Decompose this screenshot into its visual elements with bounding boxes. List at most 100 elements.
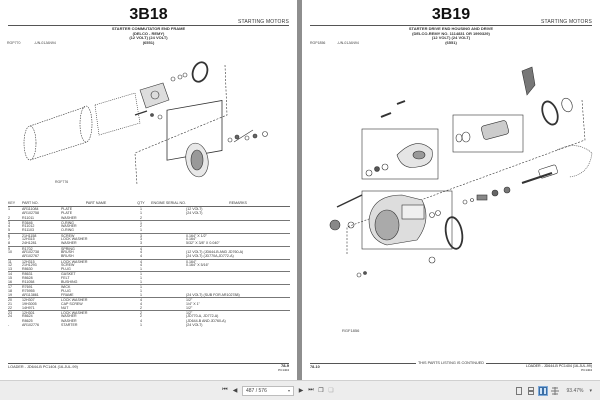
page-number-input[interactable]: 487 / 576 ▾ bbox=[242, 385, 294, 396]
ref-date: -UN-01JAN94 bbox=[34, 41, 56, 45]
caption-line: (12 VOLT) (24 VOLT) bbox=[129, 35, 168, 40]
page-number: 78-10 bbox=[310, 365, 320, 369]
cell-part-name: WASHER bbox=[61, 318, 77, 323]
caption-line: STARTER DRIVE END HOUSING AND DRIVE bbox=[408, 26, 494, 31]
header-serial: ENGINE SERIAL NO. bbox=[151, 201, 186, 205]
cell-qty: 1 bbox=[140, 207, 142, 211]
cell-qty: 3 bbox=[140, 237, 142, 242]
page-sub: PC1404 bbox=[581, 368, 592, 372]
page-indicator: 487 / 576 bbox=[246, 387, 267, 394]
exploded-diagram-commutator bbox=[15, 55, 285, 190]
cell-part-name: LOCK WASHER bbox=[61, 298, 88, 303]
last-page-icon[interactable]: ⏭ bbox=[308, 387, 314, 393]
figure-label: RGF1856 bbox=[342, 328, 360, 333]
cell-remarks: 1/2" bbox=[186, 298, 193, 303]
cell-qty: 3 bbox=[140, 233, 142, 238]
header-remarks: REMARKS bbox=[229, 201, 247, 205]
continued-notice: THIS PARTS LISTING IS CONTINUED bbox=[302, 361, 600, 365]
paste-icon[interactable]: ❏ bbox=[328, 388, 334, 394]
cell-key: 15 bbox=[8, 275, 12, 280]
cell-key: 10 bbox=[8, 249, 12, 254]
cell-qty: 1 bbox=[140, 211, 142, 216]
cell-serial bbox=[151, 216, 186, 220]
status-bar: ⏮ ◀ 487 / 576 ▾ ▶ ⏭ ❐ ❏ 93.47% ▾ bbox=[0, 380, 600, 400]
continuous-icon[interactable] bbox=[526, 386, 536, 396]
cell-key: 12 bbox=[8, 262, 12, 267]
header-part-name: PART NAME bbox=[85, 201, 107, 205]
cell-part-no: R8625 bbox=[22, 318, 33, 323]
cell-remarks: 1/4" X 1" bbox=[186, 301, 200, 306]
cell-key: 4 bbox=[8, 224, 10, 229]
footer-rule bbox=[8, 363, 289, 364]
cell-part-name: SCREW bbox=[61, 262, 75, 267]
cell-qty: 2 bbox=[140, 305, 142, 310]
cell-qty: 1 bbox=[140, 280, 142, 285]
cell-qty: 1 bbox=[140, 228, 142, 233]
cell-part-no: 24H1281 bbox=[22, 241, 37, 246]
cell-part-name: PLUG bbox=[61, 288, 71, 293]
cell-part-no: AR111084 bbox=[22, 207, 39, 211]
cell-qty: 4 bbox=[140, 254, 142, 259]
copy-icon[interactable]: ❐ bbox=[318, 388, 324, 394]
chevron-down-icon[interactable]: ▾ bbox=[287, 388, 290, 393]
first-page-icon[interactable]: ⏮ bbox=[222, 387, 228, 393]
cell-part-no: 12H307 bbox=[22, 298, 35, 303]
cell-key: 11 bbox=[8, 259, 12, 264]
cell-remarks: (JD770-A, JD772-A) bbox=[186, 314, 219, 319]
cell-remarks: 5/32" X 3/8" X 0.040" bbox=[186, 241, 220, 246]
cell-qty: 1 bbox=[140, 272, 142, 277]
cell-key: 20 bbox=[8, 298, 12, 303]
cell-qty: 1 bbox=[140, 288, 142, 293]
page-left: 3B18 STARTING MOTORS STARTER COMMUTATOR … bbox=[0, 0, 297, 380]
cell-serial bbox=[151, 228, 186, 232]
header-rule bbox=[310, 25, 592, 26]
cell-qty: 4 bbox=[140, 249, 142, 254]
cell-part-name: LOCK WASHER bbox=[61, 311, 88, 316]
footer-info: LOADER - JD644-B PC1404 (16-JUL-99) bbox=[8, 365, 78, 369]
cell-part-no: AR102767 bbox=[22, 254, 39, 259]
cell-remarks: (12 VOLT) bbox=[186, 207, 203, 211]
fit-icon[interactable] bbox=[550, 386, 560, 396]
cell-part-no: R8624 bbox=[22, 314, 33, 319]
cell-key: 18 bbox=[8, 288, 12, 293]
next-page-icon[interactable]: ▶ bbox=[298, 388, 304, 394]
cell-qty: 2 bbox=[140, 215, 142, 220]
cell-part-no: 12H315 bbox=[22, 237, 35, 242]
caption-line: (DELCO - REMY) bbox=[132, 30, 165, 36]
cell-part-no: R8628 bbox=[22, 275, 33, 280]
single-page-icon[interactable] bbox=[514, 386, 524, 396]
cell-part-no: R3646 bbox=[22, 220, 33, 225]
cell-part-name: PLUG bbox=[61, 267, 71, 272]
chevron-down-icon[interactable]: ▾ bbox=[589, 387, 592, 394]
table-header: KEY PART NO. PART NAME QTY ENGINE SERIAL… bbox=[8, 195, 290, 207]
cell-key: 8 bbox=[8, 241, 10, 246]
two-page-icon[interactable] bbox=[537, 385, 548, 396]
cell-part-no: 21H1158 bbox=[22, 233, 37, 238]
cell-key: 6 bbox=[8, 233, 10, 238]
page-sub: PC1404 bbox=[278, 368, 289, 372]
cell-part-no: 12H315 bbox=[22, 259, 35, 264]
cell-key: 2 bbox=[8, 215, 10, 220]
prev-page-icon[interactable]: ◀ bbox=[232, 388, 238, 394]
cell-key: 13 bbox=[8, 267, 12, 272]
ref-date: -UN-01JAN94 bbox=[337, 41, 359, 45]
cell-key: 9 bbox=[8, 246, 10, 251]
footer-info-text: LOADER - JD644-B PC1404 (16-JUL-99) bbox=[525, 364, 592, 368]
cell-key: 17 bbox=[8, 285, 12, 290]
cell-part-no: AR113861 bbox=[22, 292, 39, 297]
zoom-control[interactable]: 93.47% ▾ bbox=[567, 388, 592, 394]
page-number-text: 78-9 bbox=[280, 363, 289, 368]
